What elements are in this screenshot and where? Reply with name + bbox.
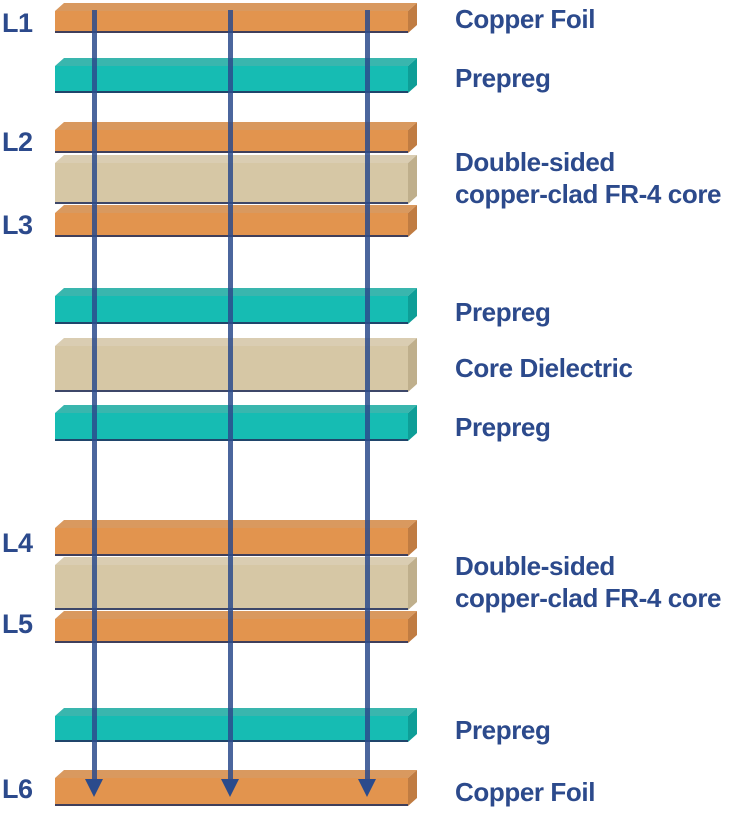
label-core-1: Double-sided copper-clad FR-4 core [455, 146, 722, 210]
bar-top-face [55, 58, 417, 66]
bar-side-face [408, 3, 417, 33]
bar-side-face [408, 58, 417, 93]
label-layer-l5: L5 [2, 609, 33, 639]
bar-top-face [55, 770, 417, 778]
label-core-2-line2: copper-clad FR-4 core [455, 583, 722, 613]
via-arrow-1 [84, 0, 104, 822]
label-core-dielectric: Core Dielectric [455, 353, 633, 383]
via-arrow-shaft [91, 10, 97, 779]
bar-side-face [408, 155, 417, 204]
bar-side-face [408, 122, 417, 153]
label-core-2: Double-sided copper-clad FR-4 core [455, 550, 722, 614]
label-prepreg-4: Prepreg [455, 715, 551, 745]
label-copper-foil-top: Copper Foil [455, 4, 596, 34]
via-arrowhead-icon [220, 779, 239, 797]
via-arrowhead-icon [357, 779, 376, 797]
bar-side-face [408, 338, 417, 392]
bar-side-face [408, 288, 417, 324]
bar-top-face [55, 520, 417, 528]
label-layer-l1: L1 [2, 8, 33, 38]
label-layer-l6: L6 [2, 774, 33, 804]
bar-side-face [408, 770, 417, 806]
bar-side-face [408, 708, 417, 742]
bar-side-face [408, 611, 417, 643]
label-prepreg-3: Prepreg [455, 412, 551, 442]
label-layer-l4: L4 [2, 528, 33, 558]
label-core-1-line1: Double-sided [455, 147, 615, 177]
label-layer-l3: L3 [2, 210, 33, 240]
bar-top-face [55, 3, 417, 11]
bar-top-face [55, 557, 417, 565]
bar-top-face [55, 338, 417, 346]
via-arrow-3 [357, 0, 377, 822]
label-layer-l2: L2 [2, 127, 33, 157]
label-prepreg-2: Prepreg [455, 297, 551, 327]
bar-top-face [55, 122, 417, 130]
label-prepreg-1: Prepreg [455, 63, 551, 93]
bar-top-face [55, 708, 417, 716]
via-arrowhead-icon [84, 779, 103, 797]
label-core-1-line2: copper-clad FR-4 core [455, 179, 722, 209]
via-arrow-shaft [364, 10, 370, 779]
bar-side-face [408, 557, 417, 610]
via-arrow-2 [220, 0, 240, 822]
bar-top-face [55, 205, 417, 213]
bar-side-face [408, 205, 417, 237]
bar-top-face [55, 405, 417, 413]
bar-top-face [55, 611, 417, 619]
label-core-2-line1: Double-sided [455, 551, 615, 581]
bar-top-face [55, 288, 417, 296]
bar-side-face [408, 405, 417, 441]
via-arrow-shaft [227, 10, 233, 779]
bar-side-face [408, 520, 417, 556]
bar-top-face [55, 155, 417, 163]
label-copper-foil-bottom: Copper Foil [455, 777, 596, 807]
